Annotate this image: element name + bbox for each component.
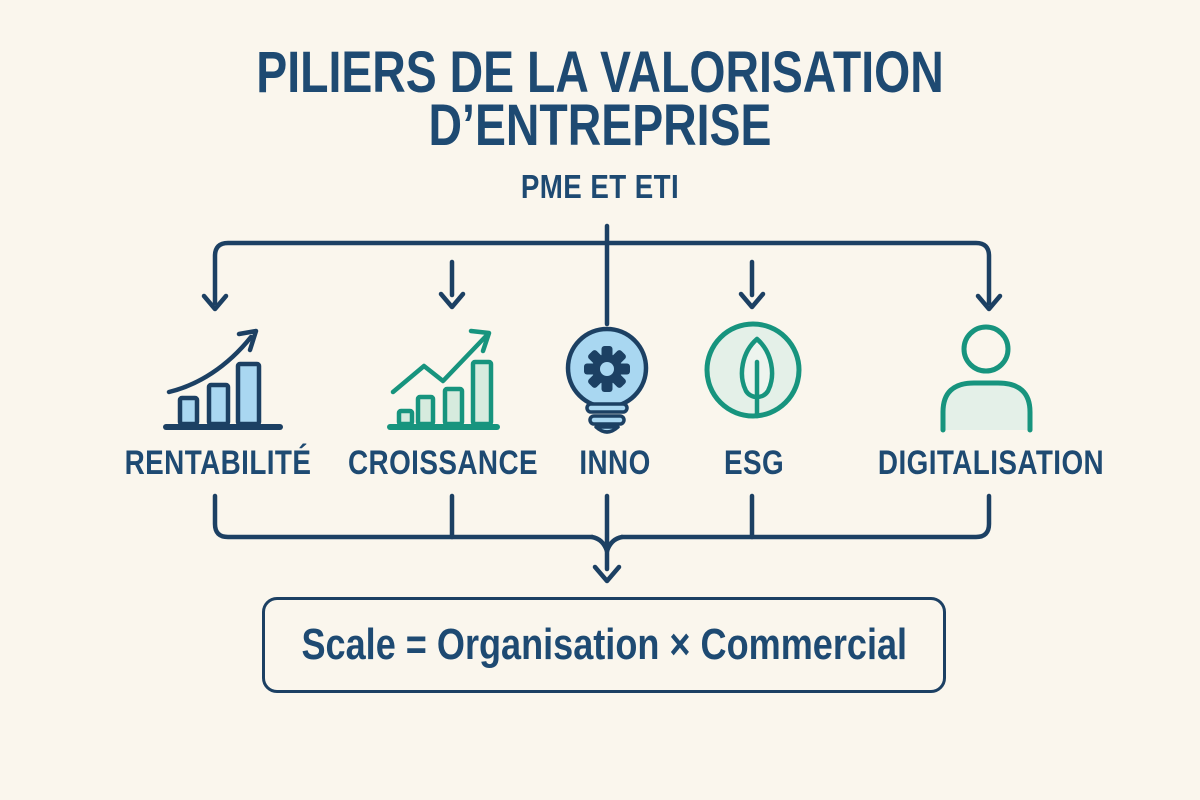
page-subtitle: PME ET ETI bbox=[520, 168, 680, 205]
lightbulb-gear-icon bbox=[565, 326, 649, 434]
bar bbox=[470, 359, 494, 427]
merge-rail-right-line bbox=[619, 493, 992, 540]
formula-box: Scale = Organisation × Commercial bbox=[262, 597, 946, 693]
arrowhead-down-icon bbox=[438, 291, 466, 310]
pillar-label-esg: ESG bbox=[723, 444, 785, 482]
pillar-label-croissance: CROISSANCE bbox=[348, 444, 538, 482]
gear-icon bbox=[584, 346, 630, 392]
bar bbox=[415, 394, 436, 427]
person-icon bbox=[940, 324, 1033, 433]
zigzag-trend-line bbox=[390, 331, 491, 395]
bar bbox=[206, 382, 231, 427]
pillar-label-digitalisation: DIGITALISATION bbox=[877, 444, 1105, 482]
rising-bar-chart-icon bbox=[163, 328, 283, 430]
top-rail-line bbox=[212, 240, 992, 306]
bar bbox=[177, 395, 200, 427]
person-body bbox=[940, 380, 1033, 433]
bar bbox=[396, 408, 415, 427]
arrowhead-down-icon bbox=[738, 291, 766, 310]
bulb-base-band bbox=[588, 414, 626, 426]
arrowhead-down-icon bbox=[201, 293, 229, 312]
arrowhead-up-icon bbox=[468, 328, 492, 354]
person-head bbox=[961, 324, 1011, 374]
pillar-label-inno: INNO bbox=[579, 444, 651, 482]
page-title: PILIERS DE LA VALORISATION D’ENTREPRISE bbox=[0, 40, 1200, 158]
header: PILIERS DE LA VALORISATION D’ENTREPRISE … bbox=[0, 40, 1200, 206]
formula-text: Scale = Organisation × Commercial bbox=[301, 620, 907, 669]
top-branch-connectors bbox=[201, 223, 1003, 327]
leaf-circle-icon bbox=[704, 321, 802, 419]
arrowhead-down-icon bbox=[592, 564, 622, 584]
arrowhead-down-icon bbox=[975, 293, 1003, 312]
bulb-base-band bbox=[585, 402, 629, 414]
title-line-2: D’ENTREPRISE bbox=[428, 93, 772, 158]
arrowhead-up-icon bbox=[236, 328, 259, 353]
bar bbox=[442, 386, 465, 427]
growth-bar-chart-icon bbox=[387, 328, 500, 430]
bar bbox=[235, 361, 262, 427]
bulb-base-cap bbox=[594, 425, 620, 434]
gear-hole bbox=[600, 362, 614, 376]
rising-curve bbox=[166, 334, 254, 395]
bottom-merge-connectors bbox=[212, 493, 992, 584]
pillar-label-rentabilite: RENTABILITÉ bbox=[124, 444, 312, 482]
title-line-1: PILIERS DE LA VALORISATION bbox=[256, 40, 944, 105]
merge-rail-left-line bbox=[212, 493, 595, 540]
